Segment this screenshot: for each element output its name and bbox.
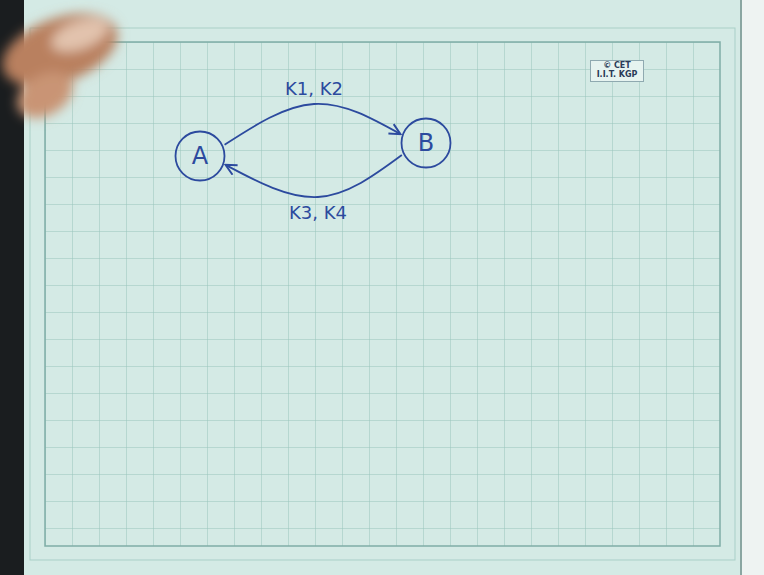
grid-border [45, 42, 720, 546]
circle-shape [402, 119, 451, 168]
watermark: © CET I.I.T. KGP [590, 60, 644, 82]
grid [45, 42, 720, 546]
state-circle: B [400, 117, 452, 169]
transition-arrow [225, 104, 401, 145]
right-edge [742, 0, 764, 575]
edge-line [740, 0, 742, 575]
circle-shape [176, 132, 225, 181]
rate-label: K1, K2 [283, 79, 345, 99]
state-name: A [192, 143, 208, 169]
state-circle: A [174, 130, 226, 182]
paper-border [30, 28, 735, 560]
hand [0, 0, 127, 127]
hand-highlight [47, 12, 113, 59]
transition-arrow [226, 155, 402, 197]
left-edge [0, 0, 24, 575]
hand-finger [9, 63, 81, 128]
rate-label: K3, K4 [287, 203, 349, 223]
state-name: B [418, 130, 434, 156]
